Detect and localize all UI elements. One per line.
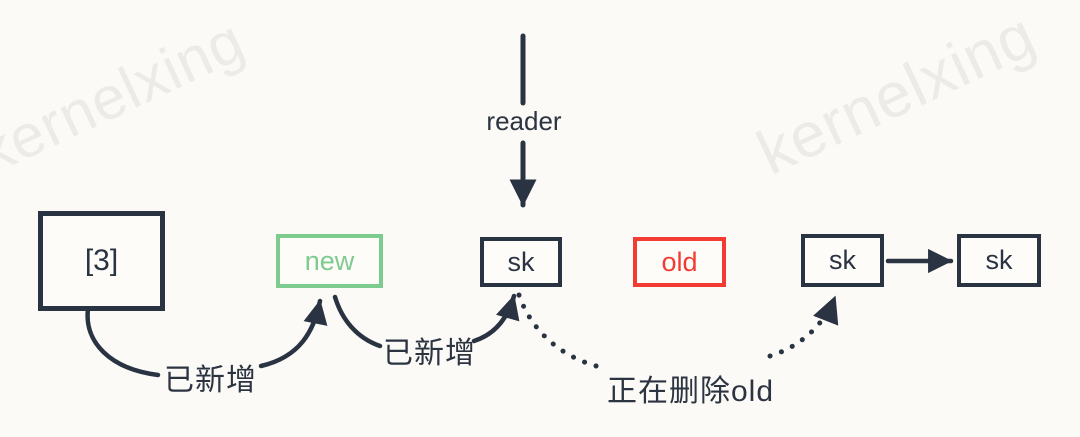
- node-old: old: [633, 237, 726, 287]
- node-old-label: old: [661, 246, 698, 277]
- node-new: new: [276, 234, 383, 288]
- arrow-bucket-to-new-head-segment: [258, 298, 328, 369]
- node-sk-middle-label: sk: [507, 246, 535, 277]
- node-new-label: new: [304, 245, 355, 276]
- arrow-deleting-old-head-segment: [767, 294, 839, 359]
- annotation-deleting-old: 正在删除old: [607, 375, 775, 408]
- node-sk-right-1: sk: [801, 234, 884, 287]
- arrow-deleting-old-left-segment: [516, 292, 603, 370]
- reader-label: reader: [486, 106, 562, 136]
- annotation-added-1: 已新增: [164, 364, 257, 397]
- node-sk-right-2: sk: [957, 234, 1041, 287]
- node-sk-right-1-label: sk: [829, 245, 856, 275]
- arrow-new-to-sk-head-segment: [471, 293, 520, 344]
- node-sk-middle: sk: [480, 237, 562, 287]
- node-sk-right-2-label: sk: [985, 245, 1013, 275]
- arrow-new-to-sk-left-segment: [332, 294, 383, 349]
- arrow-bucket-to-new-left-segment: [85, 306, 161, 378]
- annotation-added-2: 已新增: [383, 337, 476, 370]
- node-bucket-3-label: [3]: [84, 244, 119, 277]
- node-bucket-3: [3]: [38, 211, 165, 311]
